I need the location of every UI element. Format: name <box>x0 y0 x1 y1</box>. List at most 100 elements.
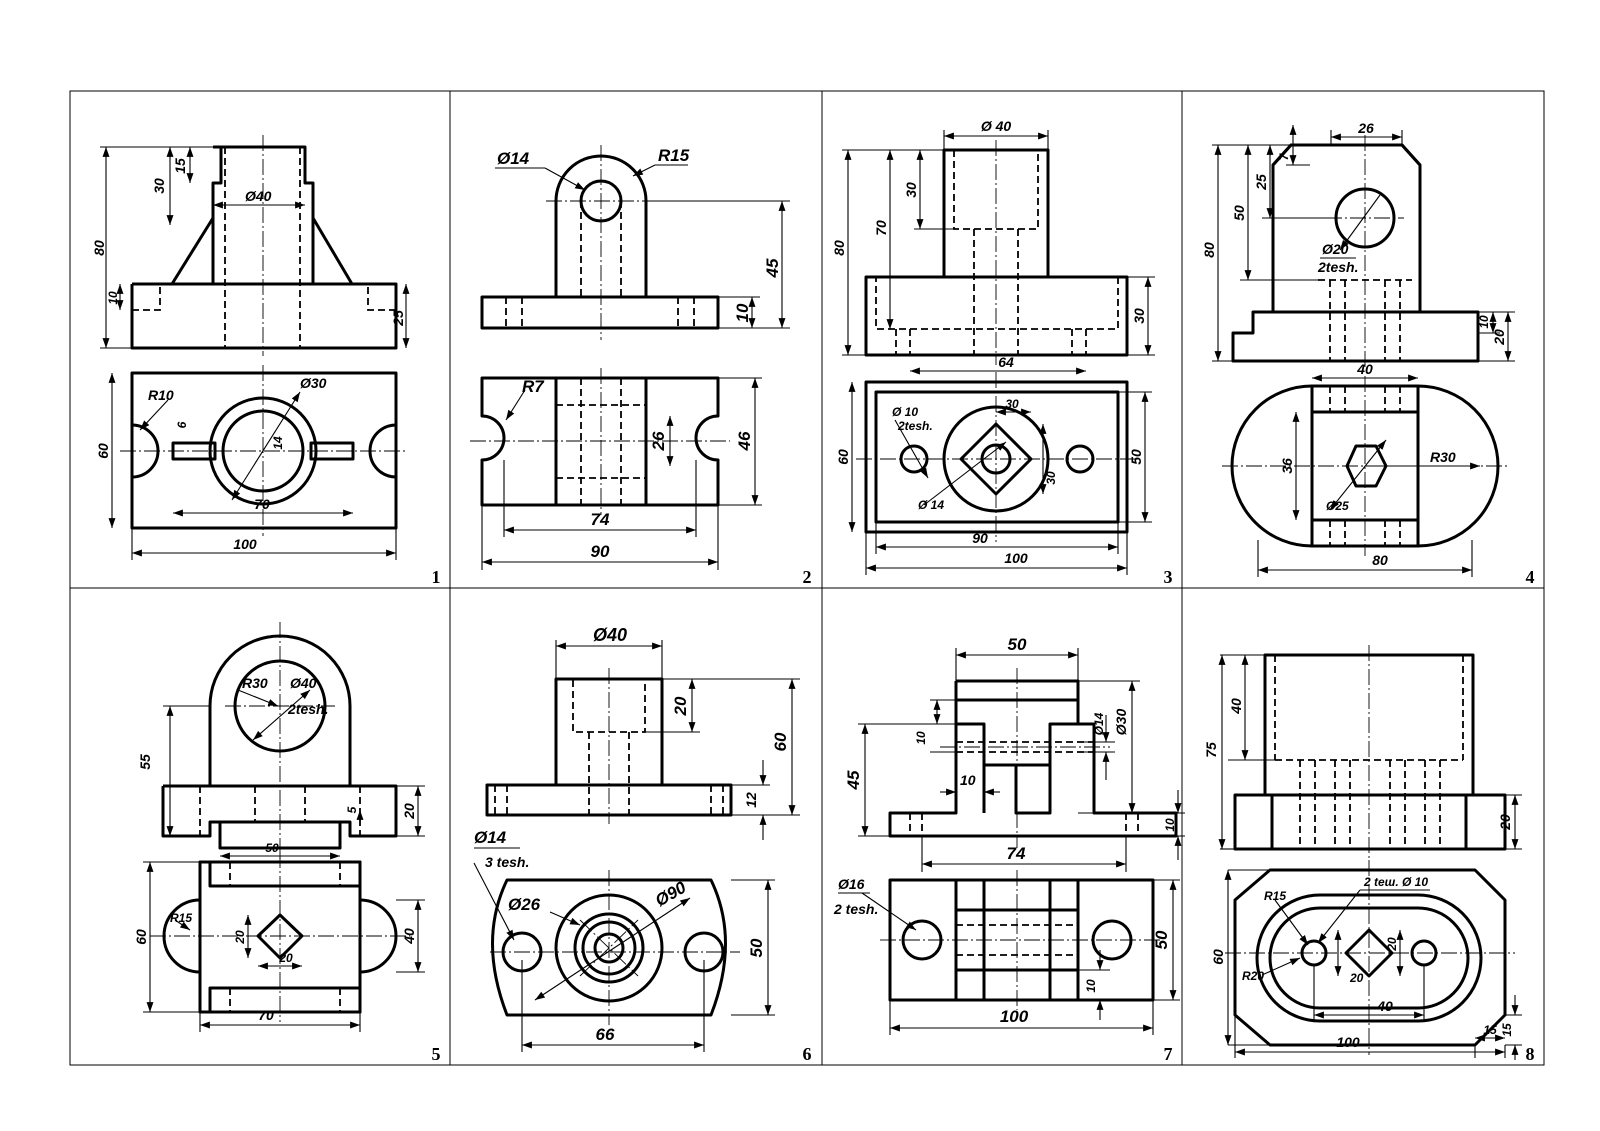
dim-label: 2tesh. <box>287 701 328 717</box>
dim-label: 15 <box>172 158 188 174</box>
dim-label: 100 <box>233 536 257 552</box>
dim-label: 20 <box>1497 814 1513 831</box>
dim-label: Ø14 <box>1092 712 1106 735</box>
dim-label: 30 <box>903 182 919 198</box>
dim-label: 7 <box>1277 152 1291 160</box>
dim-label: 30 <box>1005 397 1019 411</box>
dim-label: Ø 10 <box>892 405 918 419</box>
dim-label: 40 <box>1228 698 1244 715</box>
dim-label: 50 <box>265 841 279 855</box>
drawing-panel-5: R30 Ø40 2tesh. 55 5 20 50 R15 60 20 20 4… <box>133 622 441 1064</box>
dim-label: 100 <box>1000 1007 1029 1026</box>
dim-label: 2 teш. Ø 10 <box>1363 875 1428 889</box>
dim-label: 25 <box>1253 174 1269 191</box>
dim-label: 2 tesh. <box>833 901 878 917</box>
panel-number: 6 <box>803 1044 812 1064</box>
dim-label: Ø40 <box>245 188 272 204</box>
dim-label: 45 <box>763 258 782 278</box>
dim-label: 70 <box>258 1007 274 1023</box>
dim-label: 10 <box>733 303 752 322</box>
dim-label: 46 <box>735 431 754 451</box>
drawing-panel-2: Ø14 R15 45 10 R7 26 46 74 90 2 <box>470 145 812 587</box>
dim-label: R15 <box>170 911 192 925</box>
dim-label: 50 <box>1128 449 1144 465</box>
dim-label: 50 <box>1008 635 1027 654</box>
dim-label: 10 <box>914 731 928 745</box>
dim-label: 10 <box>1084 979 1098 993</box>
dim-label: 80 <box>91 240 107 256</box>
drawing-panel-3: Ø 40 30 70 80 30 64 Ø 10 2tesh. 30 30 60… <box>831 118 1173 587</box>
dim-label: 40 <box>1376 998 1393 1014</box>
dim-label: 60 <box>1210 949 1226 965</box>
dim-label: 60 <box>771 732 790 751</box>
dim-label: 100 <box>1004 550 1028 566</box>
dim-label: 26 <box>649 431 668 451</box>
dim-label: 66 <box>596 1025 615 1044</box>
dim-label: Ø25 <box>1326 499 1349 513</box>
dim-label: 20 <box>278 951 293 965</box>
dim-label: 20 <box>671 696 690 716</box>
dim-label: 20 <box>1349 971 1364 985</box>
dim-label: 40 <box>1356 361 1373 377</box>
dim-label: Ø16 <box>838 876 865 892</box>
dim-label: 20 <box>1385 937 1399 952</box>
dim-label: 14 <box>271 436 285 450</box>
dim-label: Ø 14 <box>918 498 944 512</box>
dim-label: 60 <box>95 443 111 459</box>
dim-label: 20 <box>1491 329 1507 346</box>
dim-label: R20 <box>1242 969 1264 983</box>
dim-label: 30 <box>1131 308 1147 324</box>
dim-label: 70 <box>254 496 270 512</box>
panel-number: 3 <box>1164 567 1173 587</box>
panel-number: 7 <box>1164 1044 1173 1064</box>
dim-label: 2tesh. <box>897 419 933 433</box>
dim-label: Ø30 <box>1113 709 1129 736</box>
dim-label: 80 <box>1372 552 1388 568</box>
dim-label: Ø26 <box>508 895 541 914</box>
dim-label: Ø20 <box>1322 241 1349 257</box>
dim-label: 36 <box>1279 458 1295 474</box>
dim-label: R15 <box>658 146 690 165</box>
dim-label: 90 <box>972 530 988 546</box>
dim-label: 20 <box>233 930 247 945</box>
dim-label: 45 <box>844 770 863 790</box>
dim-label: Ø14 <box>474 828 507 847</box>
sheet-grid <box>69 90 1545 1066</box>
drawing-panel-1: 80 30 15 Ø40 10 25 R10 Ø30 6 14 60 70 10… <box>91 135 441 587</box>
panel-number: 4 <box>1526 567 1535 587</box>
dim-label: 60 <box>835 449 851 465</box>
dim-label: R30 <box>242 675 268 691</box>
dim-label: 60 <box>133 929 149 945</box>
dim-label: 90 <box>591 542 610 561</box>
dim-label: Ø14 <box>497 149 530 168</box>
dim-label: 10 <box>106 291 120 305</box>
dim-label: 5 <box>345 806 359 813</box>
dim-label: Ø40 <box>290 675 317 691</box>
dim-label: 30 <box>151 178 167 194</box>
dim-label: 3 tesh. <box>485 854 529 870</box>
dim-label: 25 <box>390 310 406 327</box>
panel-number: 2 <box>803 567 812 587</box>
dim-label: 26 <box>1357 120 1374 136</box>
dim-label: R7 <box>522 377 545 396</box>
dim-label: 12 <box>743 792 759 808</box>
dim-label: 20 <box>401 803 417 820</box>
panel-number: 8 <box>1526 1044 1535 1064</box>
dim-label: 10 <box>960 772 976 788</box>
dim-label: Ø40 <box>593 625 627 645</box>
dim-label: 50 <box>747 938 766 957</box>
dim-label: 2tesh. <box>1317 259 1358 275</box>
dim-label: 6 <box>175 421 189 428</box>
dim-label: R10 <box>148 387 174 403</box>
dim-label: 74 <box>1007 844 1026 863</box>
dim-label: 30 <box>1044 471 1058 485</box>
dim-label: 100 <box>1336 1034 1360 1050</box>
dim-label: 15 <box>1500 1023 1514 1037</box>
drawing-panel-6: Ø40 20 60 12 Ø14 3 tesh. Ø26 Ø90 50 66 6 <box>473 625 812 1064</box>
dim-label: 80 <box>831 240 847 256</box>
drawing-panel-8: 40 75 20 R15 2 teш. Ø 10 60 R20 20 20 40… <box>1203 645 1535 1064</box>
dim-label: 10 <box>1477 315 1491 329</box>
dim-label: 15 <box>1483 1023 1497 1037</box>
dim-label: Ø 40 <box>981 118 1012 134</box>
dim-label: 80 <box>1201 242 1217 258</box>
